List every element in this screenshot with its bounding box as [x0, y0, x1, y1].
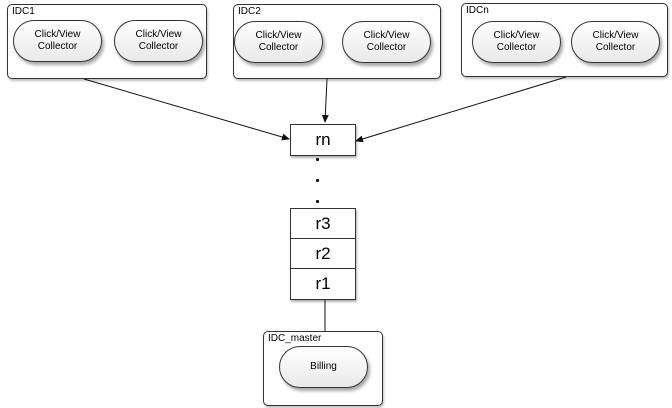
- ellipsis-dot: [316, 179, 319, 182]
- queue-r1-cell[interactable]: r1: [291, 269, 355, 299]
- queue-rn-label: rn: [315, 130, 331, 149]
- collector-line-2: Collector: [37, 41, 78, 52]
- queue-r2-cell[interactable]: r2: [291, 239, 355, 269]
- collector-line-1: Click/View: [34, 29, 81, 40]
- queue-r3-label: r3: [315, 213, 331, 233]
- ellipsis-dot: [316, 158, 319, 161]
- idc-master-group: IDC_master Billing: [263, 331, 383, 406]
- queue-r3-cell[interactable]: r3: [291, 209, 355, 239]
- ellipsis-dot: [316, 200, 319, 203]
- arrow-idcn-to-rn: [355, 76, 567, 143]
- queue-stack: r3 r2 r1: [290, 208, 356, 300]
- collector-line-2: Collector: [595, 42, 636, 53]
- idc-master-label: IDC_master: [268, 333, 322, 344]
- queue-r2-label: r2: [315, 243, 331, 263]
- arrow-idc1-to-rn: [83, 78, 290, 141]
- arrow-idc2-to-rn: [321, 78, 329, 123]
- collector-line-1: Click/View: [363, 30, 410, 41]
- queue-rn-box[interactable]: rn: [290, 124, 356, 156]
- collector-line-2: Collector: [258, 42, 299, 53]
- billing-label: Billing: [310, 361, 337, 372]
- collector-line-1: Click/View: [592, 30, 639, 41]
- collector-line-1: Click/View: [135, 29, 182, 40]
- collector-line-2: Collector: [496, 42, 537, 53]
- collector-line-1: Click/View: [255, 30, 302, 41]
- queue-r1-label: r1: [315, 274, 331, 293]
- idc2-label: IDC2: [238, 6, 261, 17]
- collector-line-2: Collector: [366, 42, 407, 53]
- idcn-label: IDCn: [466, 5, 489, 16]
- collector-line-2: Collector: [138, 41, 179, 52]
- billing-node[interactable]: Billing: [279, 346, 368, 388]
- collector-line-1: Click/View: [493, 30, 540, 41]
- idc1-label: IDC1: [12, 6, 35, 17]
